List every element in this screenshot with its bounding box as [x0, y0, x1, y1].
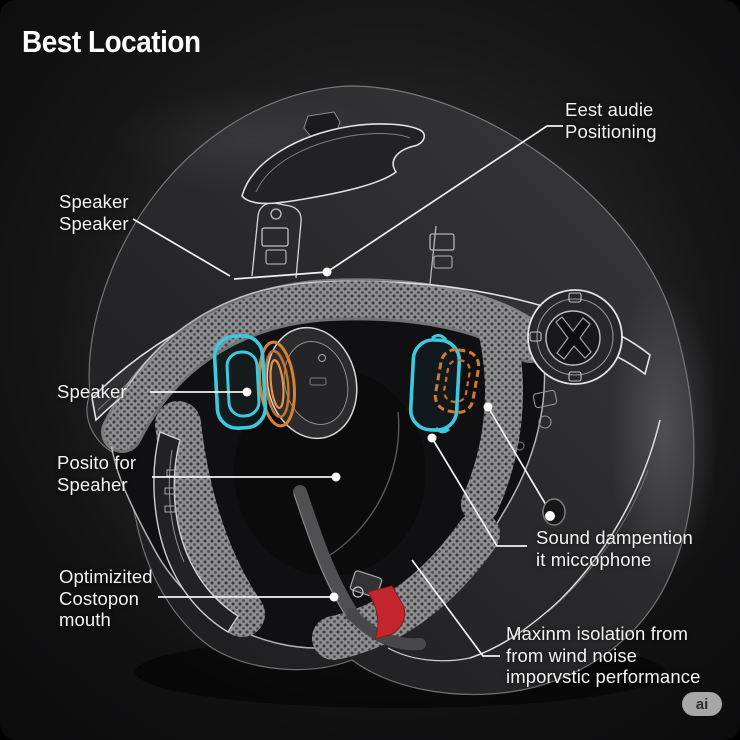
left-orange-coil [258, 340, 296, 428]
label-speaker-mid: Speaker [57, 381, 127, 403]
left-speaker-assembly [212, 326, 358, 440]
label-audio-positioning: Eest audie Positioning [565, 99, 657, 142]
label-speaker-top: Speaker Speaker [59, 191, 129, 234]
label-line: Speaher [57, 473, 128, 495]
chin-strap [293, 485, 426, 651]
red-strap-tab [367, 585, 406, 640]
leader-dots [242, 267, 566, 602]
page-title: Best Location [22, 24, 201, 59]
label-line: Eest audie [565, 99, 654, 120]
label-line: Speaker [57, 381, 127, 402]
right-orange-coil [433, 348, 481, 414]
leader-lines [132, 125, 563, 657]
label-sound-dampention: Sound dampention it miccophone [536, 527, 693, 570]
label-maxinm-isolation: Maxinm isolation from from wind noise im… [506, 623, 700, 688]
leader-maxinm [411, 559, 500, 657]
label-line: from wind noise [506, 644, 638, 666]
label-line: imporvstic performance [506, 666, 701, 687]
label-line: it miccophone [536, 548, 652, 570]
left-speaker-highlight [212, 334, 268, 430]
leader-speaker-top [132, 218, 231, 277]
label-line: Optimizited [59, 566, 153, 587]
leader-sound [431, 437, 527, 547]
label-posito: Posito for Speaher [57, 452, 136, 495]
label-line: Maxinm isolation from [506, 623, 689, 644]
label-line: Costopon [59, 587, 139, 609]
ai-badge: ai [682, 692, 722, 716]
label-line: mouth [59, 609, 111, 630]
visor-pivot [515, 289, 623, 451]
label-optimizited: Optimizited Costopon mouth [59, 566, 153, 631]
mesh-liner [101, 278, 551, 660]
shell-rim-lines [387, 419, 661, 662]
x-logo-icon [555, 316, 592, 360]
right-speaker-assembly [408, 333, 481, 434]
top-vent [241, 111, 426, 205]
leader-mic-grommet [487, 406, 550, 511]
leader-top-right [233, 125, 563, 280]
label-line: Speaker [59, 191, 129, 212]
label-line: Sound dampention [536, 527, 693, 548]
label-line: Speaker [59, 212, 129, 234]
label-line: Positioning [565, 120, 657, 142]
label-line: Posito for [57, 452, 137, 473]
right-speaker-highlight [408, 333, 462, 434]
left-jaw-frame [153, 431, 239, 633]
flip-mechanism-frame [251, 202, 455, 285]
